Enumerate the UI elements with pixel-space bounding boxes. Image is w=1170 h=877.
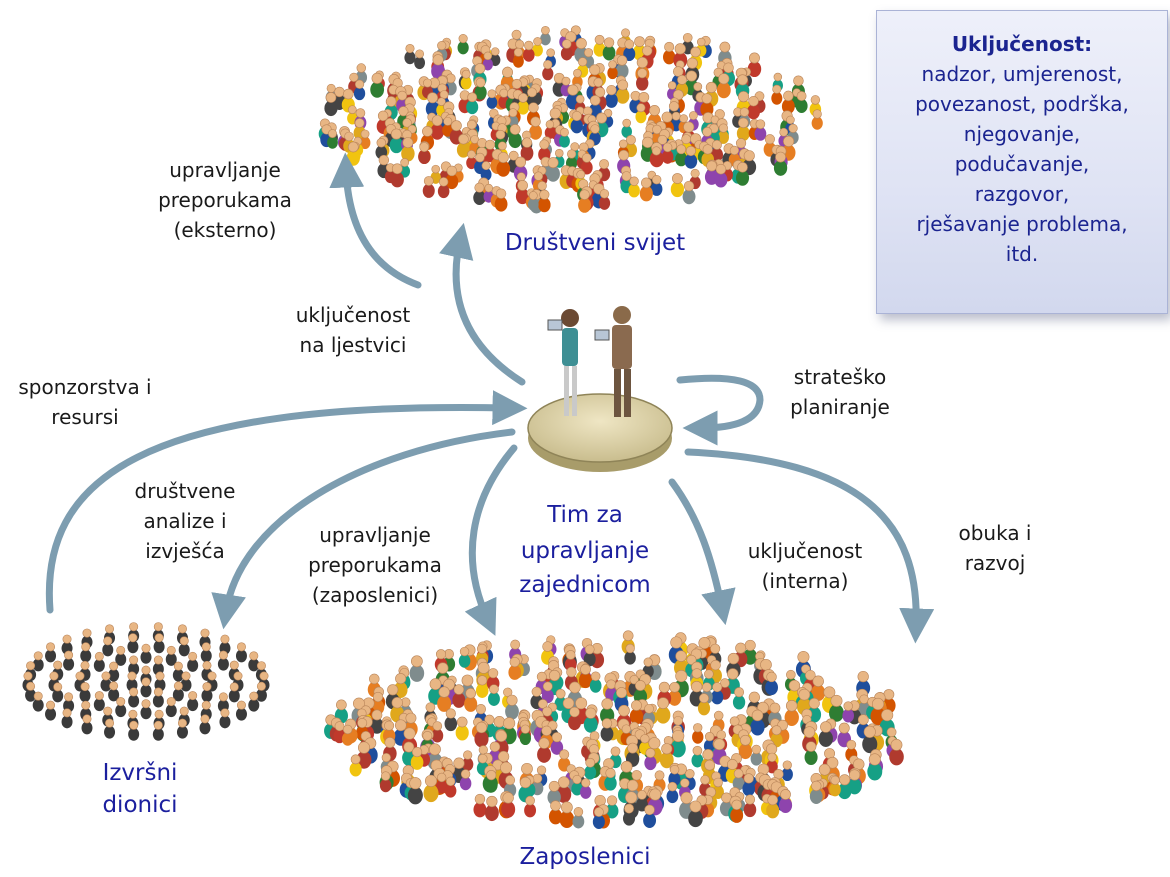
executives-crowd-image <box>22 622 270 741</box>
info-box-line: razgovor, <box>974 182 1070 206</box>
info-box-line: nadzor, umjerenost, <box>921 62 1123 86</box>
info-box-line: podučavanje, <box>954 152 1090 176</box>
social-world-label: Društveni svijet <box>504 230 686 256</box>
info-box-line: povezanost, podrška, <box>915 92 1129 116</box>
info-box-line: rješavanje problema, <box>916 212 1128 236</box>
arrow-engagement-scale <box>439 222 526 386</box>
team-member-man-figure <box>594 306 632 417</box>
executives-label-line2: dionici <box>102 792 178 818</box>
employees-crowd-image <box>324 630 904 829</box>
info-box-line: itd. <box>1005 242 1039 266</box>
arrow-strategic-planning <box>676 374 764 446</box>
arrows <box>45 152 935 644</box>
team-member-woman-figure <box>547 309 579 416</box>
engagement-internal-label: uključenost (interna) <box>747 539 863 593</box>
social-analysis-label: društvene analize i izvješća <box>134 479 236 563</box>
training-label: obuka i razvoj <box>958 521 1032 575</box>
info-box-title: Uključenost: <box>951 32 1093 56</box>
arrow-engagement-internal <box>668 478 736 626</box>
sponsorships-label: sponzorstva i resursi <box>18 375 152 429</box>
info-box-lines: nadzor, umjerenost, povezanost, podrška,… <box>877 59 1167 269</box>
engagement-info-box: Uključenost: nadzor, umjerenost, povezan… <box>876 10 1168 314</box>
arrow-referral-external <box>329 152 422 289</box>
arrow-sponsorships <box>45 390 528 614</box>
info-box-line: njegovanje, <box>963 122 1081 146</box>
strategic-planning-label: strateško planiranje <box>790 365 890 419</box>
engagement-scale-label: uključenost na ljestvici <box>295 303 411 357</box>
referral-external-label: upravljanje preporukama (eksterno) <box>158 158 292 242</box>
arrow-training <box>684 448 935 644</box>
executives-label-line1: Izvršni <box>102 760 178 786</box>
employees-label: Zaposlenici <box>519 844 651 870</box>
arrow-social-analysis <box>211 428 516 630</box>
team-label-line1: Tim za <box>547 502 623 528</box>
team-platform-image <box>527 306 673 472</box>
referral-employees-label: upravljanje preporukama (zaposlenici) <box>308 523 442 607</box>
team-label-line2: upravljanje <box>520 538 650 564</box>
team-label-line3: zajednicom <box>519 572 651 598</box>
arrow-referral-employees <box>464 444 518 636</box>
social-world-crowd-image <box>318 25 823 214</box>
